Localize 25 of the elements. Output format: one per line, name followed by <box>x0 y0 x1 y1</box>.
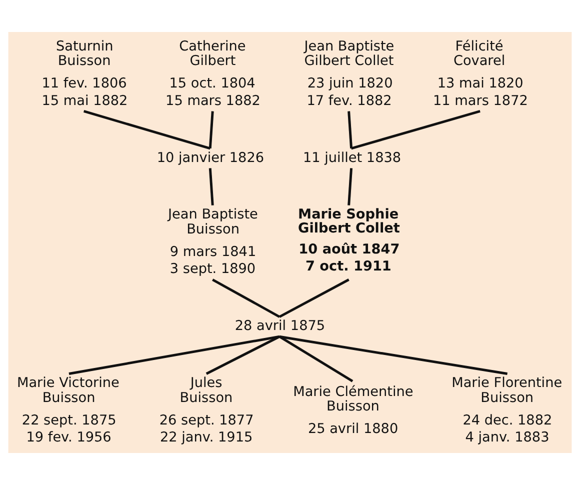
node-text: Marie Florentine Buisson 24 dec. 1882 4 janv. 1883 <box>452 375 562 446</box>
connector <box>350 110 480 150</box>
node-text: Jean Baptiste Gilbert Collet 23 juin 1820 17 fev. 1882 <box>304 38 394 109</box>
connector <box>83 110 210 150</box>
node-text: Félicité Covarel 13 mai 1820 11 mars 1872 <box>433 38 528 109</box>
node-text: 10 janvier 1826 <box>156 150 264 166</box>
node-text: 11 juillet 1838 <box>303 150 402 166</box>
node-text: Marie Victorine Buisson 22 sept. 1875 19 fev. 1956 <box>16 375 120 446</box>
connector <box>278 336 354 382</box>
connector <box>279 335 508 375</box>
node-text: Marie Sophie Gilbert Collet 10 août 1847 7 oct. 1911 <box>298 206 400 275</box>
connector <box>278 278 350 318</box>
node-text: Catherine Gilbert 15 oct. 1804 15 mars 1882 <box>166 38 260 109</box>
node-text: Jules Buisson 26 sept. 1877 22 janv. 1915 <box>159 375 254 446</box>
node-text: 28 avril 1875 <box>234 318 326 334</box>
node-text: Jean Baptiste Buisson 9 mars 1841 3 sept. 1890 <box>168 206 258 278</box>
node-text: Marie Clémentine Buisson 25 avril 1880 <box>293 384 414 437</box>
connector <box>208 111 214 148</box>
connector <box>208 168 214 206</box>
node-text: Saturnin Buisson 11 fev. 1806 15 mai 1882 <box>42 38 128 109</box>
connector <box>212 278 280 318</box>
connector <box>206 336 280 375</box>
connector <box>68 335 280 375</box>
connector <box>348 111 353 148</box>
connector <box>348 168 353 206</box>
